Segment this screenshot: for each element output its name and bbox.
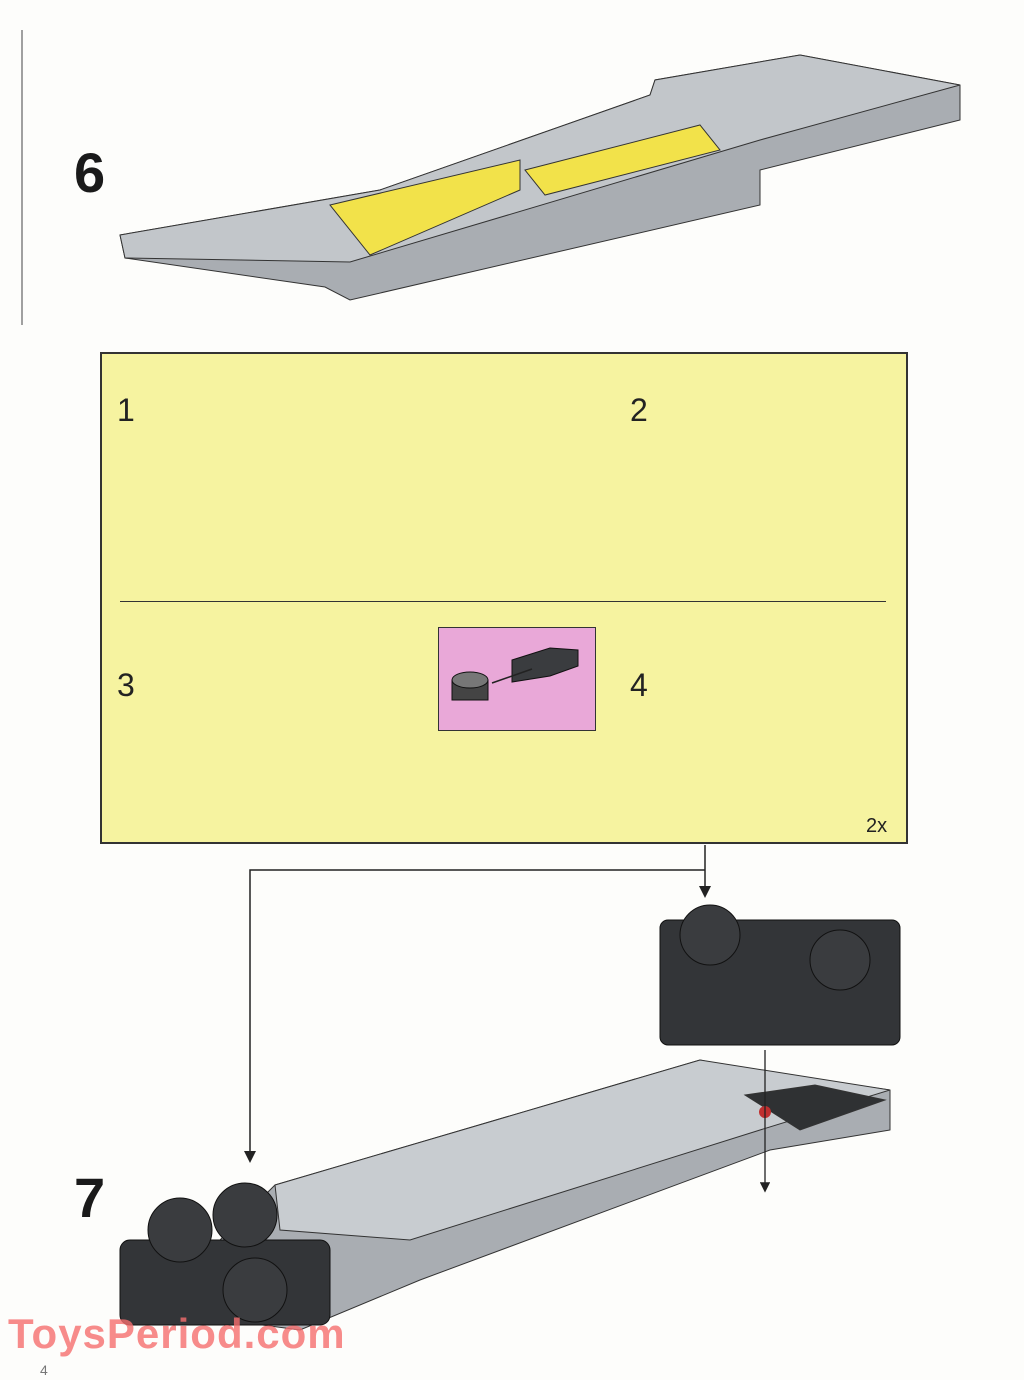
panel-divider	[120, 601, 886, 602]
step-number-7: 7	[74, 1166, 106, 1229]
yellow-plate	[524, 124, 721, 196]
yellow-plate	[329, 159, 521, 256]
step7-assembly	[119, 904, 901, 1331]
page-number: 4	[40, 1362, 48, 1378]
substep-4: 4	[630, 667, 648, 703]
sub-assembly-panel	[100, 352, 908, 844]
step-number-6: 6	[74, 141, 106, 204]
substep-3: 3	[117, 667, 135, 703]
watermark: ToysPeriod.com	[8, 1310, 346, 1357]
substep-1: 1	[117, 392, 135, 428]
substep-2: 2	[630, 392, 648, 428]
detail-callout	[438, 627, 596, 731]
quantity-label: 2x	[866, 815, 888, 837]
step6-baseplate	[119, 54, 961, 301]
